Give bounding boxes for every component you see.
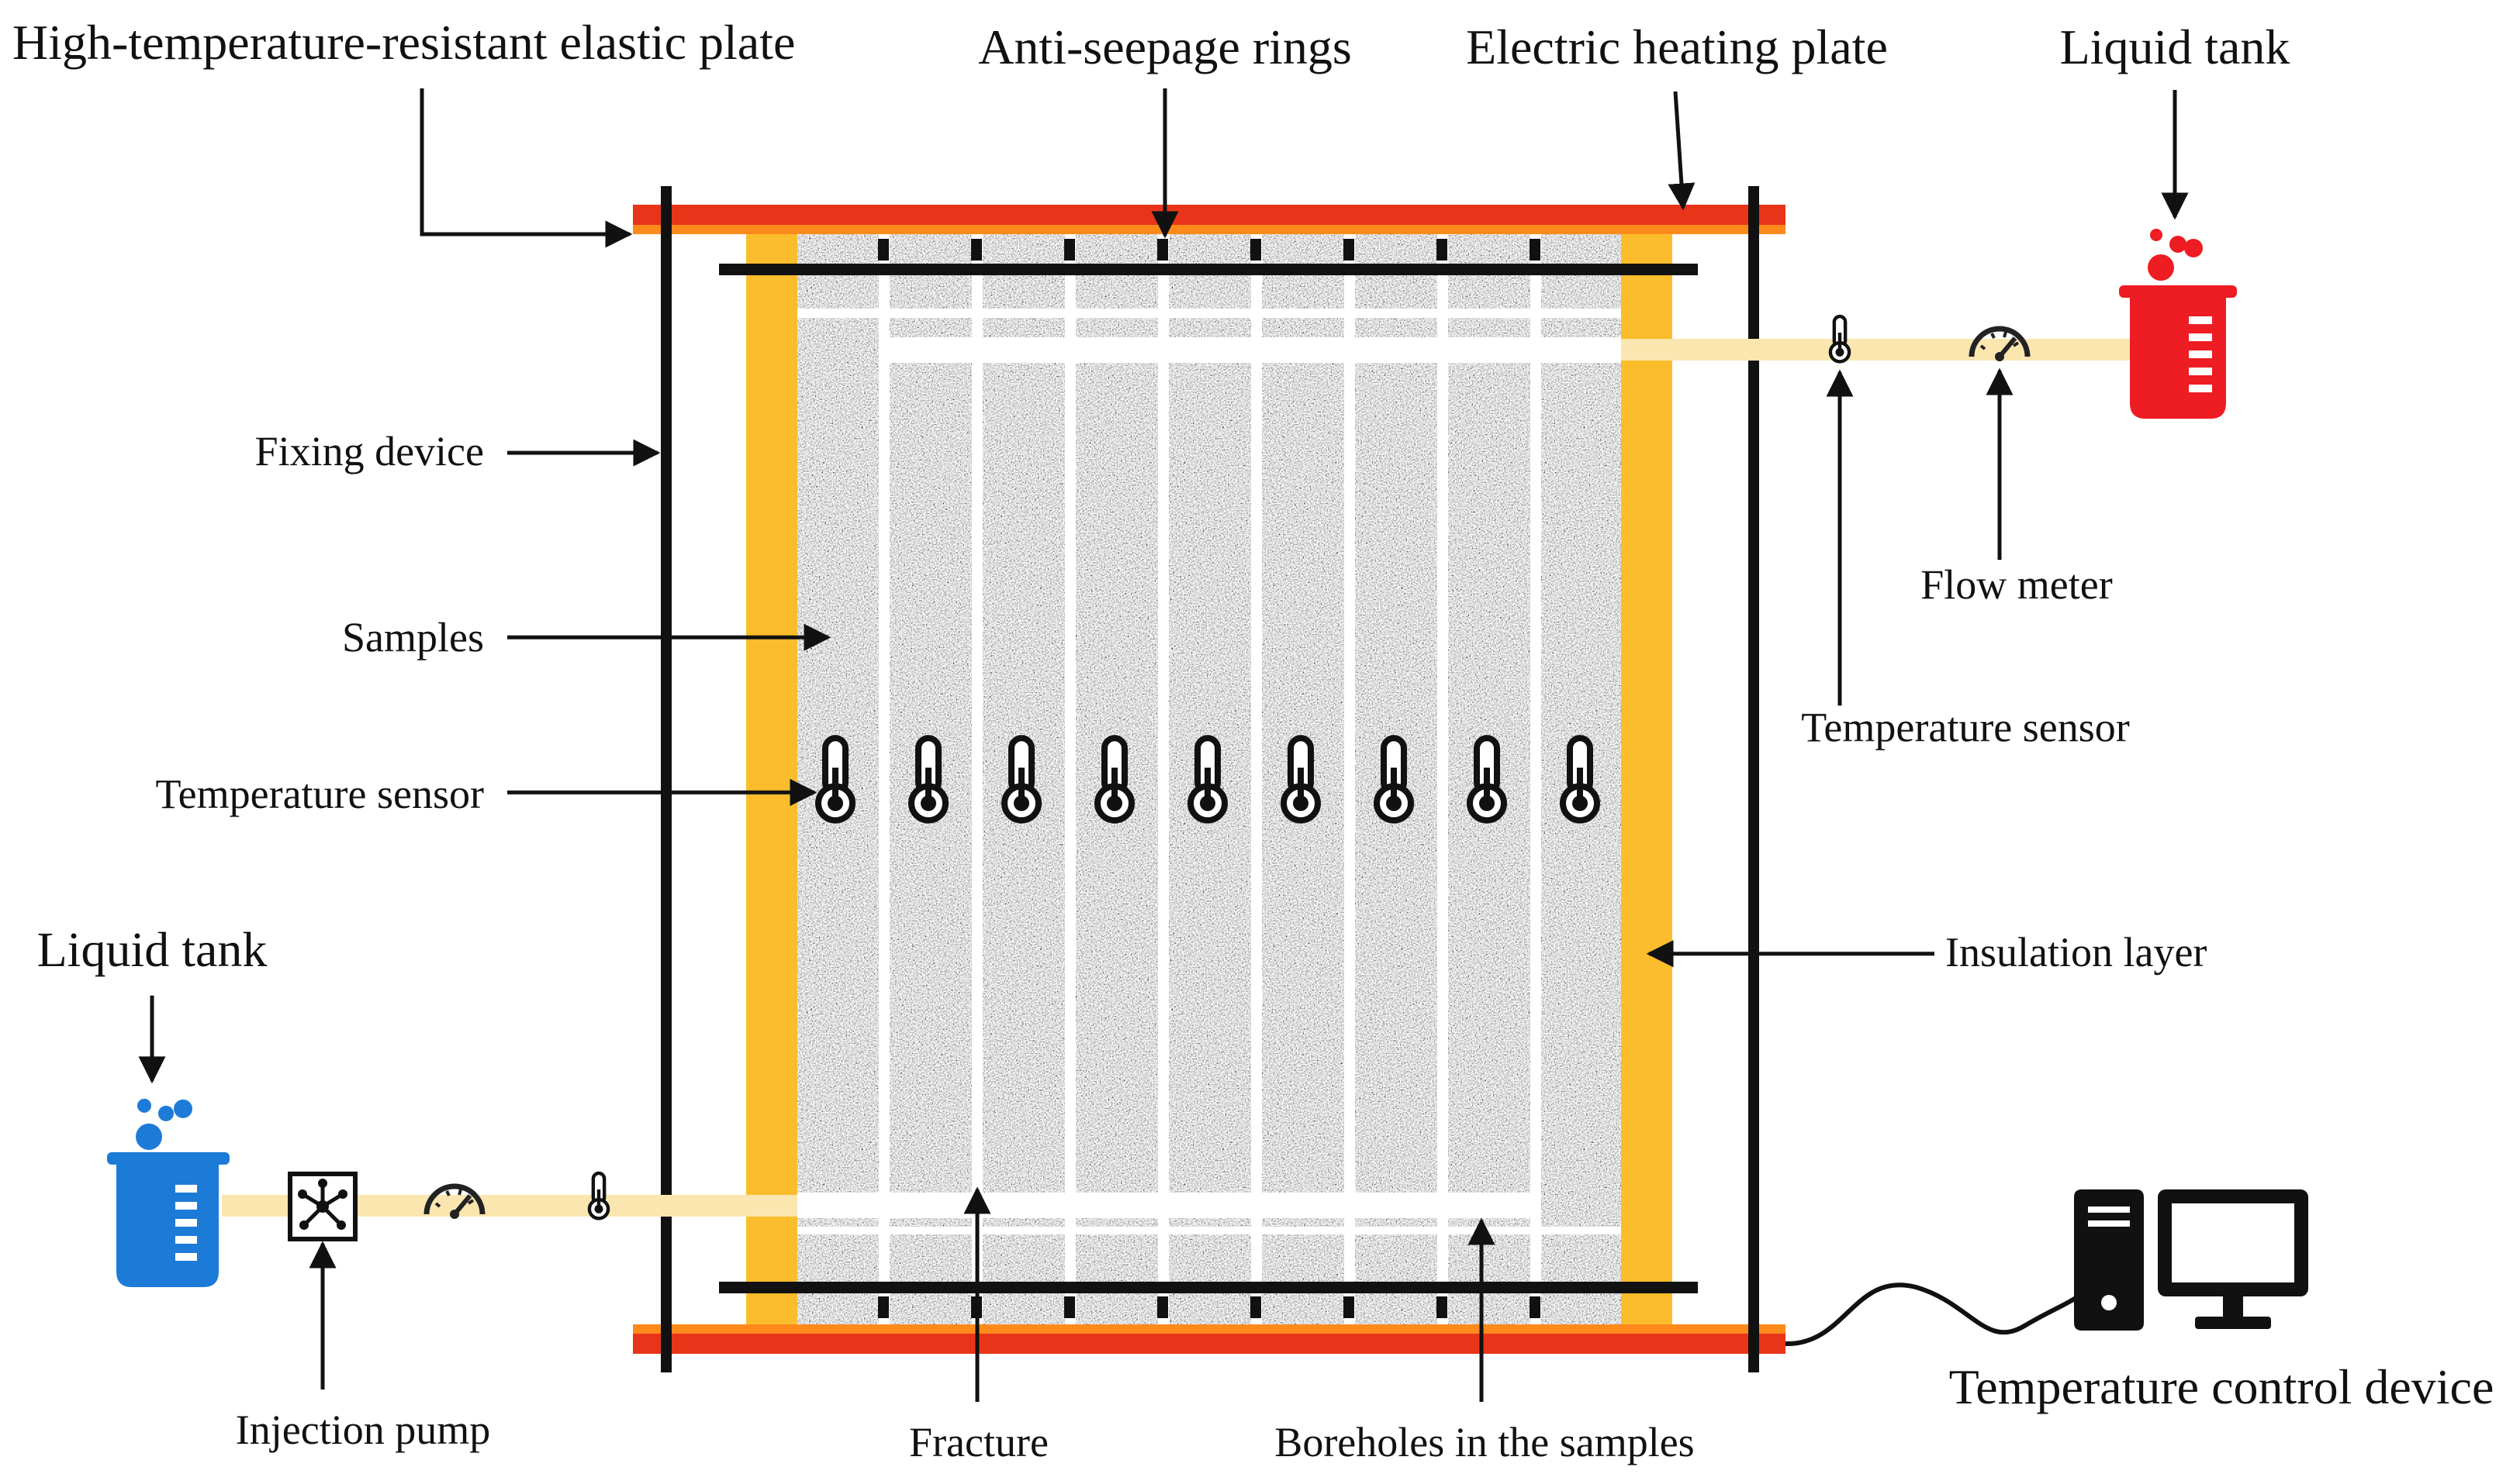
label-fixing-device: Fixing device — [255, 428, 484, 475]
elastic-plate-top — [633, 225, 1785, 234]
thermometer-icon — [589, 1173, 608, 1218]
label-boreholes: Boreholes in the samples — [1274, 1419, 1694, 1465]
electric-heating-plate-top — [633, 205, 1785, 225]
computer-icon — [2074, 1189, 2144, 1331]
fixing-device-left — [661, 186, 672, 1372]
fixing-device-right — [1748, 186, 1759, 1372]
label-samples: Samples — [342, 614, 484, 661]
thermometer-icon — [1377, 738, 1411, 820]
insulation-layer-left — [746, 233, 797, 1327]
elastic-plate-bottom — [633, 1324, 1785, 1334]
label-anti-seepage-rings: Anti-seepage rings — [978, 19, 1352, 74]
label-temp-control: Temperature control device — [1949, 1359, 2494, 1414]
label-flow-meter: Flow meter — [1920, 561, 2112, 608]
thermometer-icon — [1563, 738, 1597, 820]
insulation-layer-right — [1621, 233, 1672, 1327]
monitor-icon — [2158, 1189, 2308, 1329]
thermometer-icon — [1830, 316, 1849, 361]
leader-arrows — [138, 88, 2189, 1402]
thermometer-icon — [1470, 738, 1504, 820]
liquid-tank-bottom-icon — [107, 1099, 230, 1287]
pump-icon — [288, 1172, 358, 1241]
thermometer-icon — [911, 738, 945, 820]
label-heating-plate: Electric heating plate — [1466, 19, 1888, 74]
label-injection-pump: Injection pump — [236, 1407, 490, 1453]
outlet-temperature-sensor — [1830, 316, 1849, 361]
top-clamp-plate — [719, 264, 1698, 275]
label-liquid-tank-bottom: Liquid tank — [37, 922, 268, 977]
bottom-clamp-plate — [719, 1282, 1698, 1293]
electric-heating-plate-bottom — [633, 1334, 1785, 1354]
label-liquid-tank-top: Liquid tank — [2060, 19, 2290, 74]
liquid-tank-top-icon — [2119, 229, 2237, 419]
thermometer-icon — [1284, 738, 1318, 820]
thermometer-icon — [1191, 738, 1225, 820]
label-temp-sensor-left: Temperature sensor — [155, 771, 484, 817]
outlet-pipe — [1621, 339, 2136, 361]
control-cable — [1785, 1269, 2109, 1347]
thermometer-icon — [1004, 738, 1039, 820]
label-insulation-layer: Insulation layer — [1945, 929, 2207, 975]
boreholes — [879, 233, 1541, 1327]
anti-seepage-rings — [878, 239, 1540, 1318]
thermometer-icon — [818, 738, 852, 820]
channel-separators — [797, 309, 1621, 1234]
label-temp-sensor-right: Temperature sensor — [1801, 704, 2130, 751]
fracture-channels — [797, 337, 1621, 1218]
label-fracture: Fracture — [909, 1419, 1049, 1465]
thermometer-icon — [1098, 738, 1132, 820]
inlet-temperature-sensor — [589, 1173, 608, 1218]
label-elastic-plate: High-temperature-resistant elastic plate — [12, 15, 795, 70]
sample-temperature-sensors — [818, 738, 1597, 820]
